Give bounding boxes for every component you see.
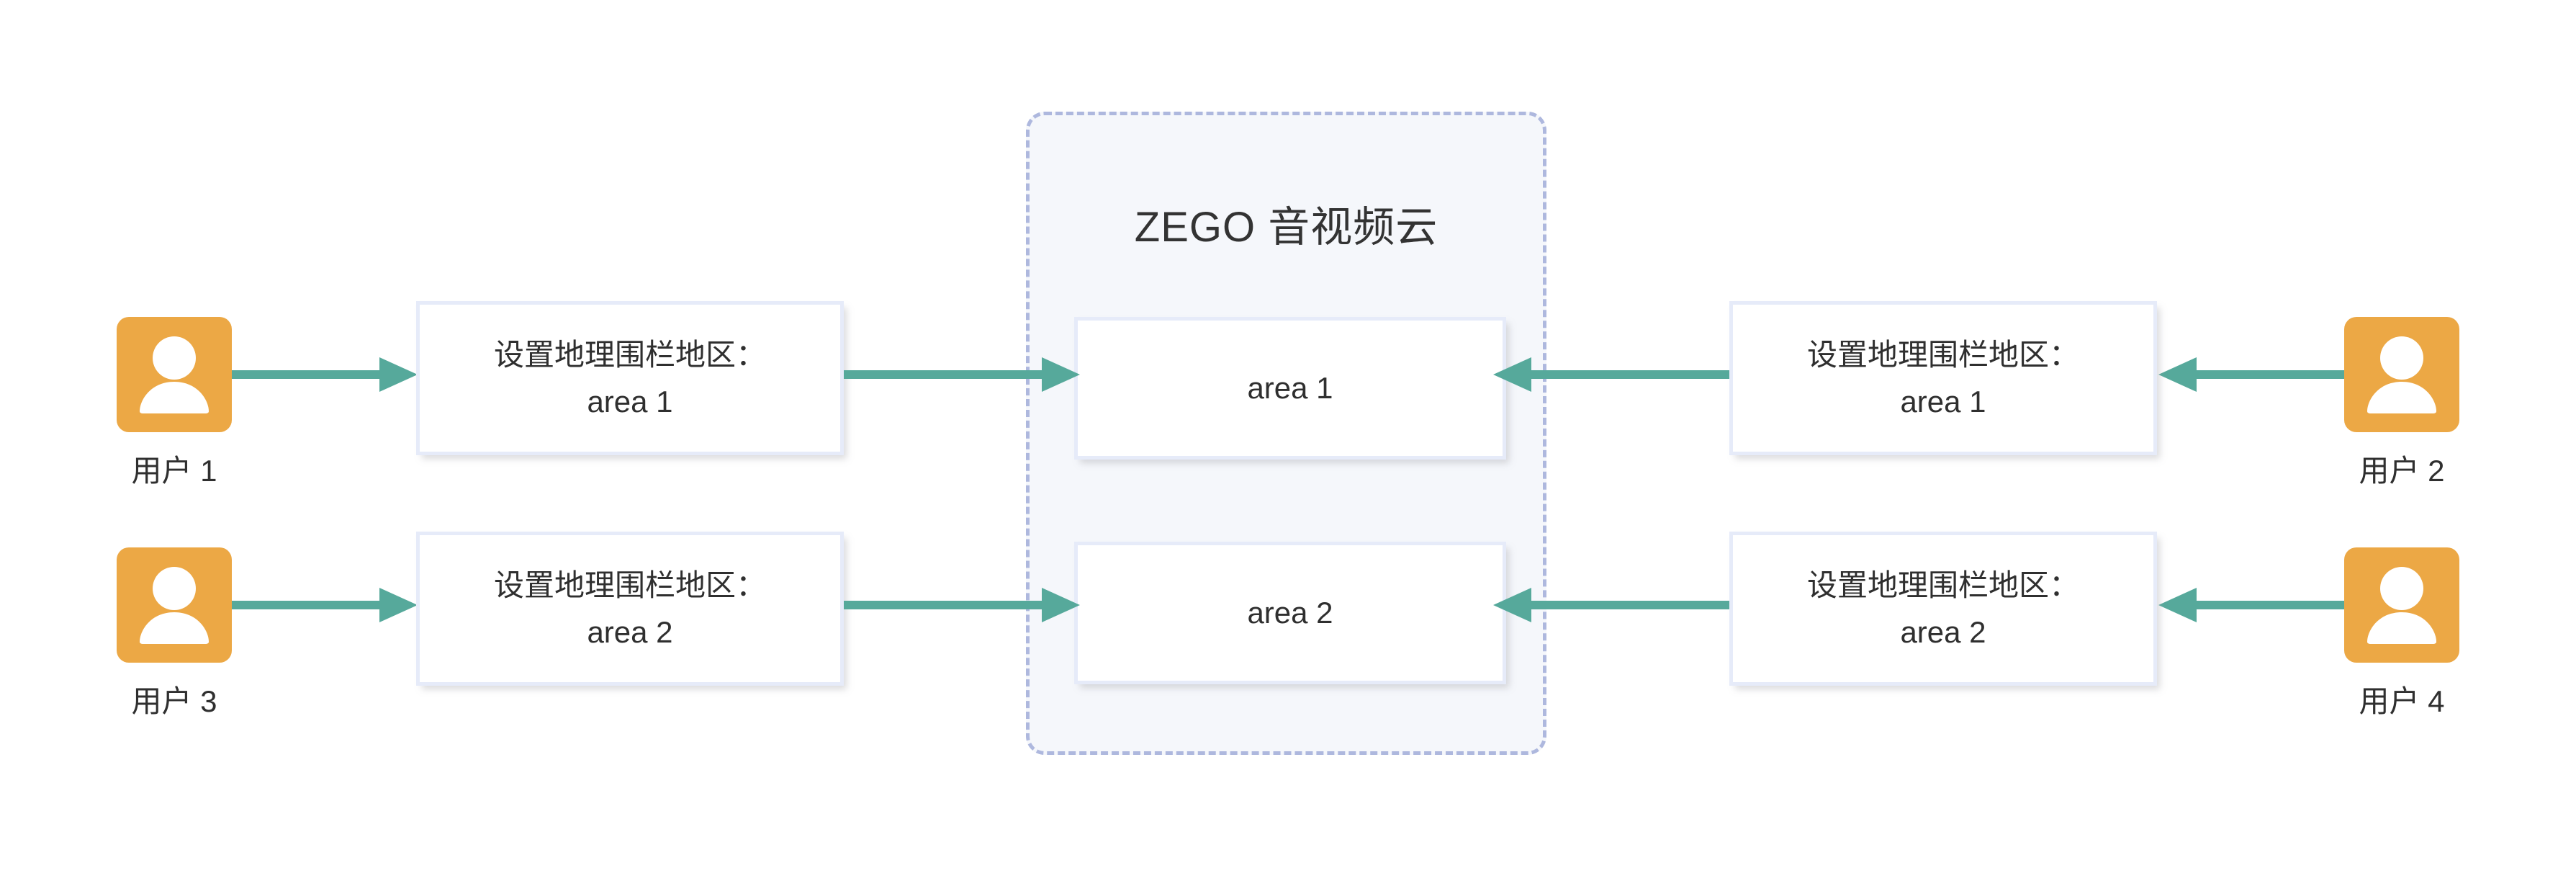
- avatar-user-1[interactable]: [117, 317, 232, 432]
- config-box-left-2[interactable]: 设置地理围栏地区： area 2: [416, 532, 844, 686]
- arrow-config1-to-area1: [844, 354, 1081, 395]
- arrow-user1-to-config1: [232, 354, 419, 395]
- area-box-1-label: area 1: [1247, 371, 1333, 406]
- avatar-user-3-label: 用户 3: [131, 684, 217, 718]
- avatar-user-3[interactable]: [117, 547, 232, 663]
- user-avatar-icon: [140, 336, 209, 413]
- config-box-right-1-line2: area 1: [1900, 385, 1986, 418]
- config-box-right-2-line1: 设置地理围栏地区：: [1806, 568, 2079, 602]
- config-box-left-1-line1: 设置地理围栏地区：: [493, 337, 766, 372]
- avatar-user-4-label: 用户 4: [2359, 684, 2445, 718]
- arrow-config3-to-area2: [844, 585, 1081, 625]
- arrow-user4-to-config4: [2157, 585, 2344, 625]
- config-box-right-1[interactable]: 设置地理围栏地区： area 1: [1729, 301, 2157, 455]
- arrow-config2-to-area1: [1492, 354, 1729, 395]
- avatar-user-2[interactable]: [2344, 317, 2459, 432]
- user-avatar-icon: [2367, 336, 2436, 413]
- avatar-user-1-label: 用户 1: [131, 454, 217, 488]
- area-box-1[interactable]: area 1: [1074, 317, 1506, 460]
- avatar-user-2-label: 用户 2: [2359, 454, 2445, 488]
- user-avatar-icon: [140, 567, 209, 644]
- config-box-right-2-line2: area 2: [1900, 615, 1986, 649]
- arrow-user3-to-config3: [232, 585, 419, 625]
- config-box-right-1-line1: 设置地理围栏地区：: [1806, 337, 2079, 372]
- config-box-left-1-line2: area 1: [587, 385, 673, 418]
- zego-cloud-title: ZEGO 音视频云: [1134, 204, 1438, 251]
- arrow-config4-to-area2: [1492, 585, 1729, 625]
- config-box-left-2-line2: area 2: [587, 615, 673, 649]
- config-box-right-2[interactable]: 设置地理围栏地区： area 2: [1729, 532, 2157, 686]
- user-avatar-icon: [2367, 567, 2436, 644]
- arrow-user2-to-config2: [2157, 354, 2344, 395]
- area-box-2-label: area 2: [1247, 596, 1333, 630]
- area-box-2[interactable]: area 2: [1074, 542, 1506, 684]
- avatar-user-4[interactable]: [2344, 547, 2459, 663]
- config-box-left-1[interactable]: 设置地理围栏地区： area 1: [416, 301, 844, 455]
- config-box-left-2-line1: 设置地理围栏地区：: [493, 568, 766, 602]
